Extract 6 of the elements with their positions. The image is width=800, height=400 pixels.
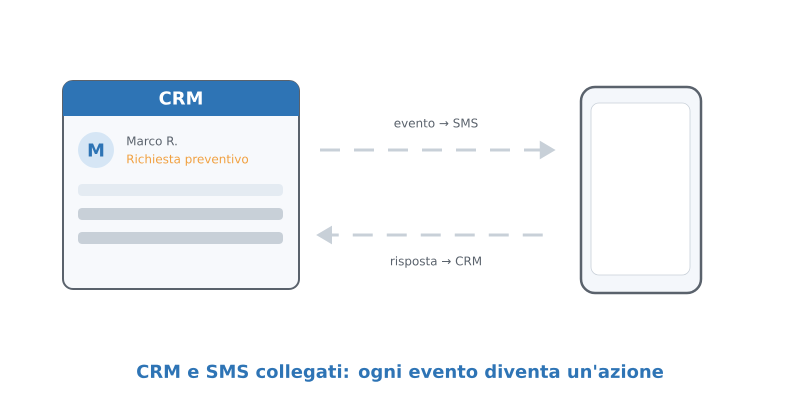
edge-label: risposta → CRM <box>388 255 484 269</box>
edge-label: evento → SMS <box>392 117 480 129</box>
caption: CRM e SMS collegati: ogni evento diventa un'azione <box>137 364 663 382</box>
phone <box>580 86 702 294</box>
contact-note: Richiesta preventivo <box>127 154 248 166</box>
contact-name: Marco R. <box>127 136 177 146</box>
